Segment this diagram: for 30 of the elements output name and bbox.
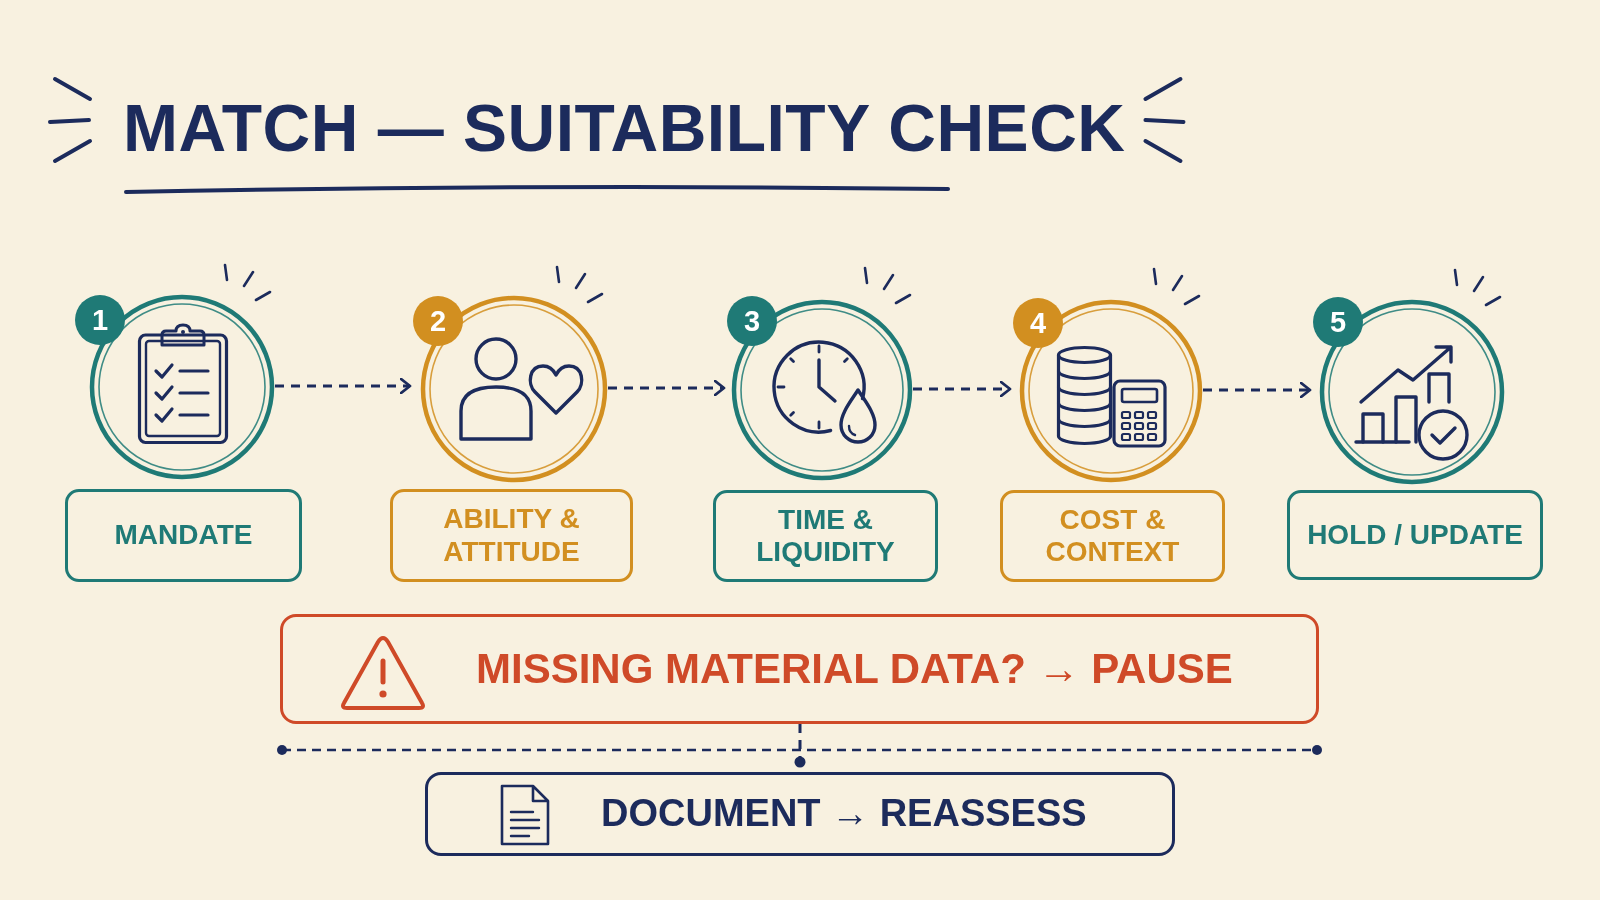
step-number: 3 (727, 296, 777, 346)
step-card (1000, 490, 1225, 582)
step-label: TIME & LIQUIDITY (755, 503, 896, 569)
step-label: MANDATE (114, 519, 253, 552)
step-circle (75, 294, 275, 480)
step-number: 1 (75, 295, 125, 345)
step-card (1287, 490, 1543, 580)
step-label: COST & CONTEXT (1044, 503, 1181, 569)
step-number: 5 (1313, 297, 1363, 347)
step-number: 4 (1013, 298, 1063, 348)
alert-banner (280, 614, 1319, 724)
alert-message: MISSING MATERIAL DATA? → PAUSE (476, 644, 1233, 694)
step-circle (413, 295, 608, 483)
step-card (65, 489, 302, 582)
action-banner (425, 772, 1175, 856)
action-text: DOCUMENT → REASSESS (601, 792, 1087, 836)
step-card (390, 489, 633, 582)
dashed-arrow (1203, 381, 1312, 399)
step-number: 2 (413, 296, 463, 346)
step-circle (1013, 298, 1203, 483)
dashed-arrow (913, 380, 1012, 398)
step-card (713, 490, 938, 582)
step-label: ABILITY & ATTITUDE (442, 503, 581, 568)
title: MATCH — SUITABILITY CHECK (123, 95, 1126, 161)
dashed-connector (794, 724, 806, 768)
step-circle (1313, 297, 1505, 485)
dashed-arrow (608, 379, 726, 397)
step-label: HOLD / UPDATE (1307, 518, 1523, 552)
dashed-arrow (275, 377, 412, 395)
step-circle (727, 296, 913, 481)
